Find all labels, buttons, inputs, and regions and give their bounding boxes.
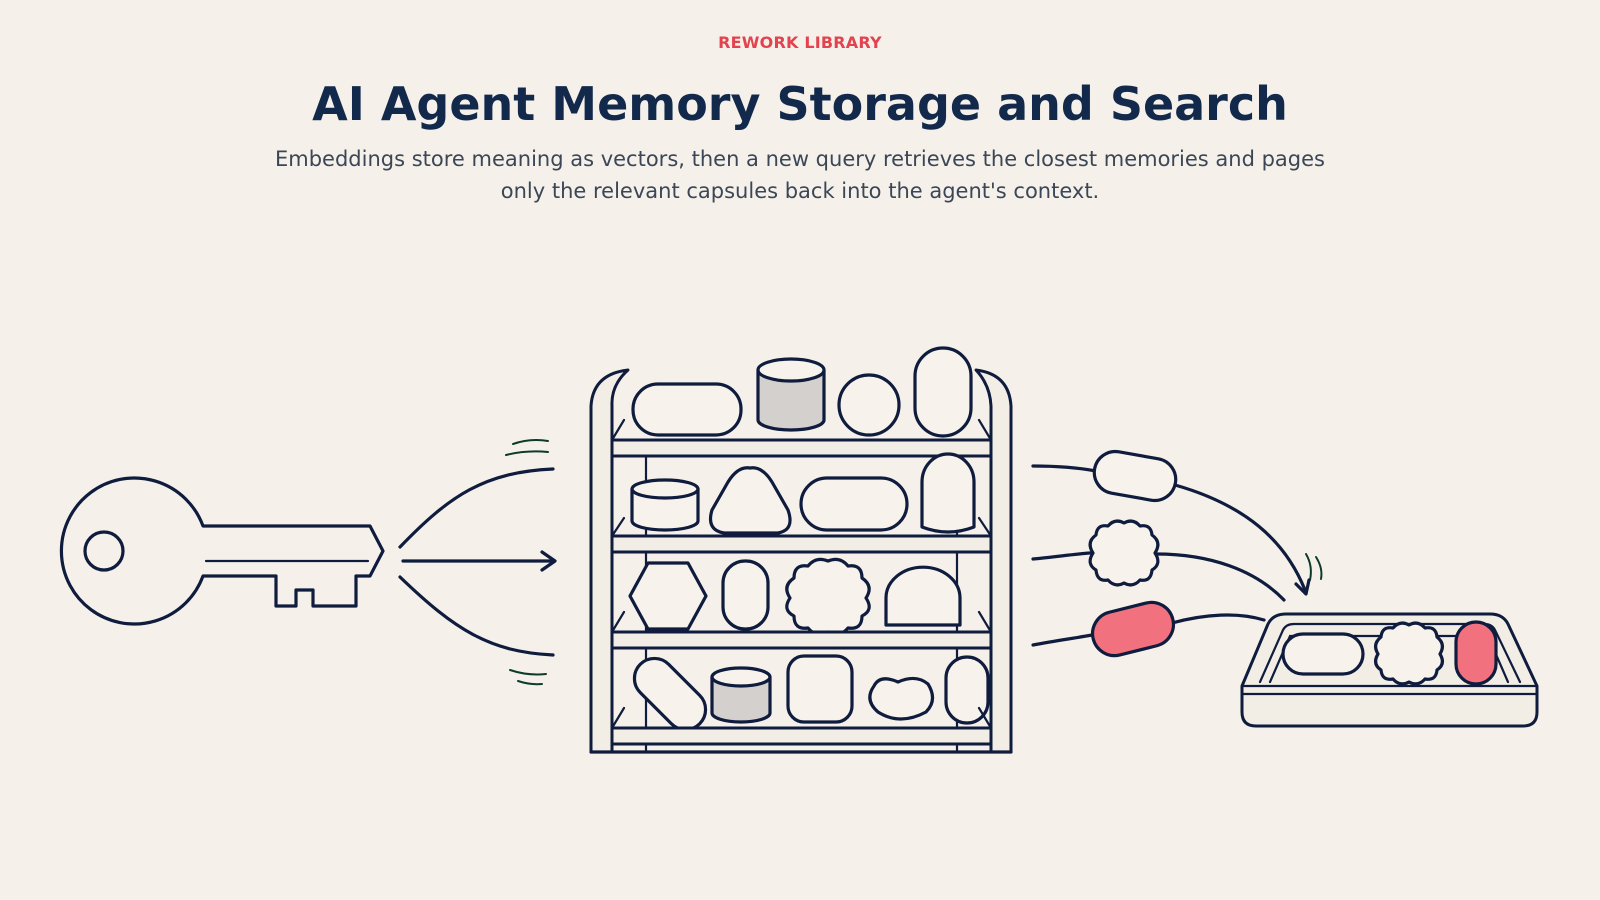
page-title: AI Agent Memory Storage and Search <box>312 77 1288 131</box>
tall-capsule-shape <box>913 346 973 438</box>
capsule-shape <box>631 382 743 437</box>
puck-shape <box>630 478 700 532</box>
search-rays <box>398 439 1323 686</box>
rounded-square-shape <box>786 654 854 724</box>
cylinder-small-shape <box>710 666 772 724</box>
subtitle-line-1: Embeddings store meaning as vectors, the… <box>275 147 1325 171</box>
retrieval-paths <box>1031 449 1311 658</box>
half-dome-shape <box>884 565 962 627</box>
tray-highlight-capsule <box>1454 620 1498 686</box>
subtitle-line-2: only the relevant capsules back into the… <box>500 179 1100 203</box>
key-icon <box>59 476 385 626</box>
cylinder-shape <box>756 357 826 432</box>
capsule-shape <box>799 476 909 532</box>
retrieved-capsule <box>1092 449 1178 503</box>
capsule-shape <box>944 655 990 725</box>
triangle-shape <box>708 466 792 535</box>
page-subtitle: Embeddings store meaning as vectors, the… <box>230 143 1370 207</box>
sphere-shape <box>837 373 901 437</box>
retrieved-highlight-capsule <box>1090 600 1176 658</box>
flower-shape <box>785 557 871 636</box>
eyebrow-label: REWORK LIBRARY <box>718 33 882 52</box>
tilted-capsule-shape <box>632 656 708 732</box>
hexagon-shape <box>628 561 708 631</box>
tray-flower <box>1374 621 1444 686</box>
dome-shape <box>920 452 976 534</box>
capsule-shape <box>721 559 770 631</box>
tray-capsule <box>1281 632 1365 676</box>
bean-shape <box>868 676 935 721</box>
retrieved-flower <box>1088 519 1160 587</box>
context-tray <box>1240 612 1539 728</box>
memory-shelf <box>589 346 1013 754</box>
